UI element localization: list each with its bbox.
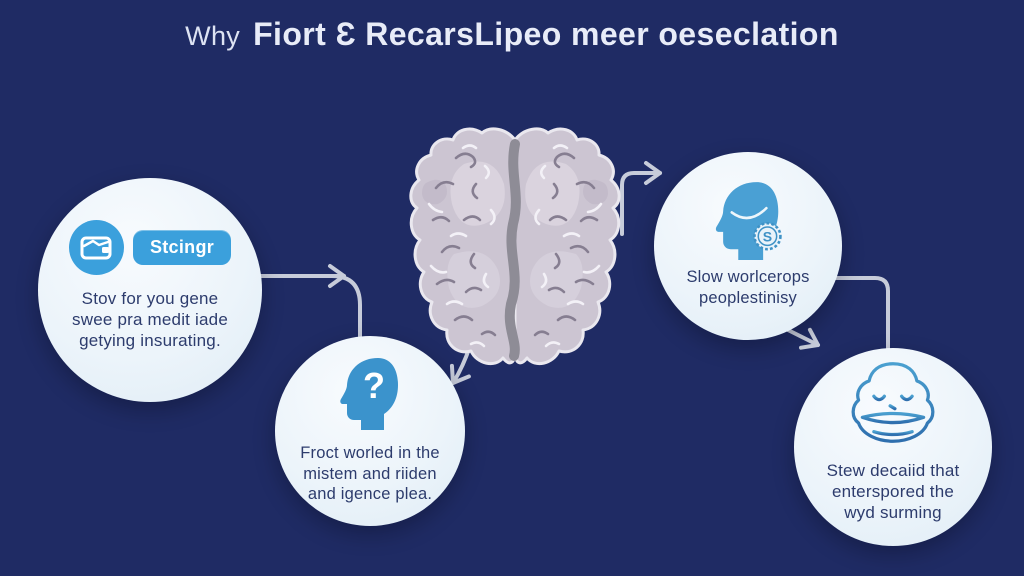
question-mark-glyph: ? [363,365,385,406]
bubble-left-icon-row: Stcingr [68,220,232,275]
bubble-bottom-middle-line: Froct worled in the [300,444,440,462]
bubble-bottom-right-line: wyd surming [844,503,942,522]
title-main: Fiort Ɛ RecarsLipeo meer oeseclation [253,16,839,52]
title-prefix: Why [185,21,241,51]
brain-midline [504,139,521,361]
bubble-left-line: getying insurating. [79,331,221,350]
bubble-bottom-right-line: Stew decaiid that [826,461,960,480]
head-question-icon: ? [340,358,398,430]
bubble-left-text: Stov for you gene swee pra medit iade ge… [72,288,228,351]
bubble-bottom-middle: ? Froct worled in the mistem and riiden … [275,336,465,526]
coin-letter-glyph: S [763,229,772,245]
brain-top-view-illustration [409,127,621,366]
bubble-top-right-line: Slow worlcerops [686,268,810,286]
bubble-top-right: S Slow worlcerops peoplestinisy [654,152,842,340]
dollar-coin-icon: S [753,221,782,251]
bubble-bottom-right-line: enterspored the [831,482,955,501]
bubble-bottom-right-text: Stew decaiid that enterspored the wyd su… [827,460,960,523]
bubble-bottom-middle-line: and igence plea. [307,485,433,503]
bubble-bottom-middle-text: Froct worled in the mistem and riiden an… [300,443,440,505]
arrow-elbow-top-right-to-bottom-right [832,276,890,352]
arrow-elbow-left-to-bottom-middle [330,274,362,340]
bubble-left-line: Stov for you gene [81,289,219,308]
arrow-brain-to-top-right [620,161,662,236]
bubble-left: Stcingr Stov for you gene swee pra medit… [38,178,262,402]
bubble-top-right-line: peoplestinisy [699,288,797,307]
wallet-icon [68,220,124,275]
head-coin-icon: S [715,182,782,260]
bubble-bottom-right: Stew decaiid that enterspored the wyd su… [794,348,992,546]
bubble-left-line: swee pra medit iade [72,310,228,329]
bubble-bottom-middle-line: mistem and riiden [303,464,437,483]
calm-face-icon [851,362,935,443]
stcingr-badge: Stcingr [132,230,232,265]
page-title: Why Fiort Ɛ RecarsLipeo meer oeseclation [0,16,1024,53]
bubble-top-right-text: Slow worlcerops peoplestinisy [686,267,809,308]
